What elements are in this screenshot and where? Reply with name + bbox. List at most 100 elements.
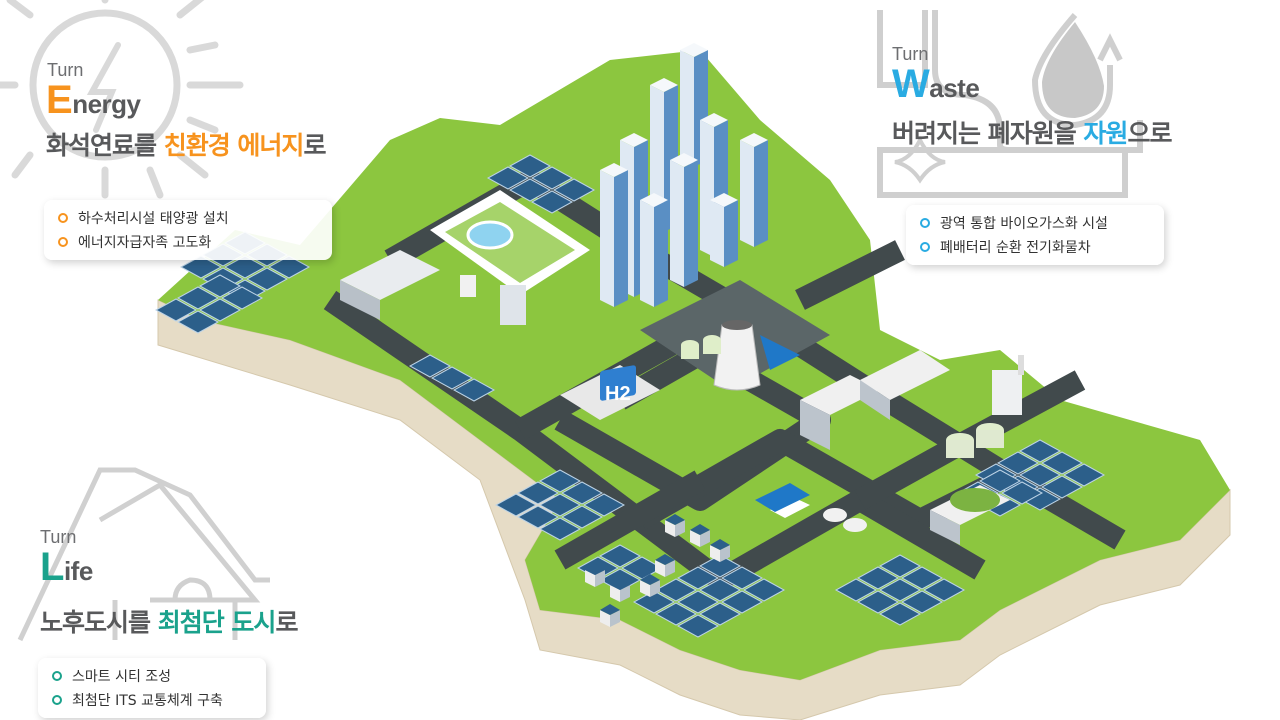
- factory-buildings: [340, 250, 1024, 545]
- tower-roof: [650, 78, 678, 92]
- item-text: 스마트 시티 조성: [72, 669, 172, 685]
- pond: [466, 220, 514, 250]
- tower-face: [600, 170, 614, 307]
- headline-highlight: 친환경 에너지: [163, 131, 305, 160]
- solar-panel: [598, 544, 642, 568]
- headline-highlight: 자원: [1083, 119, 1128, 148]
- life-rest: ife: [63, 556, 93, 586]
- item-text: 광역 통합 바이오가스화 시설: [940, 216, 1108, 232]
- tower-face: [740, 140, 754, 247]
- solar-panel: [176, 286, 220, 310]
- house: [585, 570, 595, 587]
- tower-face: [710, 200, 724, 267]
- tower-face: [654, 200, 668, 307]
- tower-face: [614, 170, 628, 307]
- tower-roof: [640, 193, 668, 207]
- energy-item: 하수처리시설 태양광 설치: [58, 206, 318, 230]
- tower-roof: [680, 43, 708, 57]
- solar-panel: [996, 451, 1040, 475]
- solar-panel: [676, 566, 720, 590]
- bullet-icon: [58, 237, 68, 247]
- solar-panel: [538, 517, 582, 541]
- hydrogen-station: H2: [560, 365, 660, 420]
- waste-title: Waste: [892, 62, 980, 107]
- house-roof: [610, 579, 630, 590]
- tower-roof: [670, 153, 698, 167]
- house: [595, 570, 605, 587]
- energy-title: Energy: [46, 78, 141, 123]
- solar-panel: [878, 554, 922, 578]
- tower-roof: [710, 193, 738, 207]
- solar-panel: [408, 354, 452, 378]
- solar-panel: [198, 298, 242, 322]
- energy-headline: 화석연료를 친환경 에너지로: [46, 126, 326, 162]
- solar-panel: [742, 578, 786, 602]
- solar-panel: [676, 590, 720, 614]
- solar-panel: [452, 378, 496, 402]
- solar-panel: [154, 298, 198, 322]
- bullet-icon: [920, 218, 930, 228]
- house: [710, 545, 720, 562]
- headline-text: 으로: [1127, 119, 1172, 148]
- tower-face: [640, 200, 654, 307]
- life-title: Life: [40, 545, 93, 590]
- tower-roof: [700, 113, 728, 127]
- headline-highlight: 최첨단 도시: [157, 608, 277, 637]
- solar-panel: [878, 602, 922, 626]
- solar-panel: [856, 566, 900, 590]
- solar-panels: [154, 154, 1106, 638]
- waste-rest: aste: [929, 73, 980, 103]
- house: [620, 585, 630, 602]
- cooling-tower: [681, 320, 800, 391]
- waste-item: 광역 통합 바이오가스화 시설: [920, 211, 1150, 235]
- solar-panel: [508, 154, 552, 178]
- solar-panel: [494, 493, 538, 517]
- house: [655, 560, 665, 577]
- life-item: 스마트 시티 조성: [52, 664, 252, 688]
- solar-panel: [654, 602, 698, 626]
- solar-panel: [978, 469, 1022, 493]
- house-roof: [600, 604, 620, 615]
- headline-text: 로: [275, 608, 298, 637]
- solar-panel: [538, 493, 582, 517]
- solar-panel: [516, 481, 560, 505]
- house-roof: [655, 554, 675, 565]
- solar-panel: [698, 554, 742, 578]
- house: [600, 610, 610, 627]
- solar-panel: [1018, 439, 1062, 463]
- house: [690, 530, 700, 547]
- energy-turn-label: Turn: [47, 60, 84, 80]
- water-drop-fill: [1042, 22, 1104, 118]
- house-roof: [710, 539, 730, 550]
- house-roof: [690, 524, 710, 535]
- house: [665, 520, 675, 537]
- waste-initial: W: [892, 62, 930, 106]
- house: [675, 520, 685, 537]
- solar-panel: [560, 481, 604, 505]
- solar-panel: [834, 578, 878, 602]
- solar-panel: [198, 274, 242, 298]
- solar-panel: [878, 578, 922, 602]
- item-text: 최첨단 ITS 교통체계 구축: [72, 693, 223, 709]
- solar-panel: [1062, 463, 1106, 487]
- life-turn-label: Turn: [40, 527, 77, 547]
- waste-turn-label: Turn: [892, 44, 929, 64]
- solar-panel: [530, 190, 574, 214]
- house: [700, 530, 710, 547]
- house-roof: [640, 574, 660, 585]
- waste-item: 폐배터리 순환 전기화물차: [920, 235, 1150, 259]
- solar-panel: [223, 255, 267, 279]
- house-roof: [665, 514, 685, 525]
- item-text: 폐배터리 순환 전기화물차: [940, 240, 1091, 256]
- solar-panel: [430, 366, 474, 390]
- solar-panel: [267, 255, 311, 279]
- energy-item: 에너지자급자족 고도화: [58, 230, 318, 254]
- skyscrapers: [600, 43, 768, 307]
- solar-panel: [654, 578, 698, 602]
- solar-panel: [245, 267, 289, 291]
- solar-panel: [698, 602, 742, 626]
- solar-panel: [922, 578, 966, 602]
- headline-text: 로: [303, 131, 326, 160]
- bullet-icon: [52, 671, 62, 681]
